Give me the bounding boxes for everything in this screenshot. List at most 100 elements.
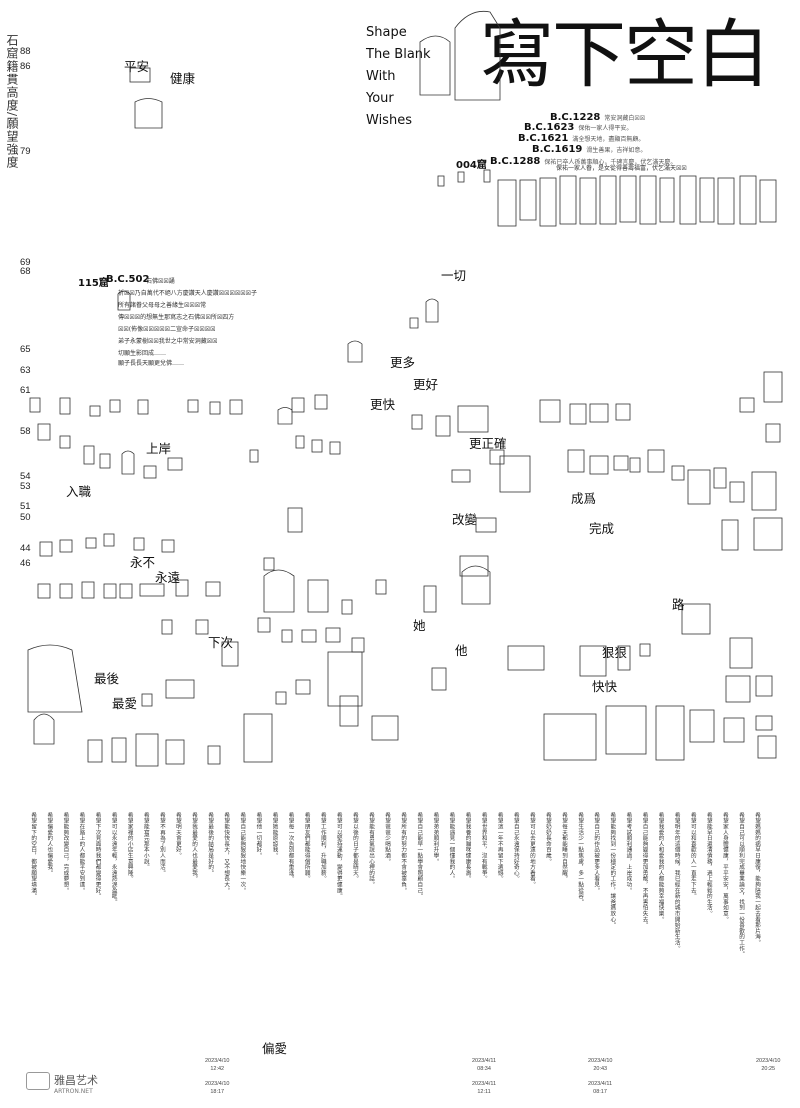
- poster-title-chinese: 寫下空白: [480, 12, 770, 98]
- wish-column: 希望爸爸少喝點酒。: [384, 812, 391, 865]
- inscription-line: 石佛☒☒誦: [146, 278, 175, 285]
- wish-word: 平安: [124, 59, 150, 74]
- wish-column: 希望能夠找到一份穩定的工作，讓爸媽放心。: [609, 812, 616, 928]
- wish-column: 希望媽媽的病早日康復，能夠陪我一起去看那片海。: [754, 812, 761, 946]
- inscription-line: 切願生影回成……: [118, 350, 167, 357]
- wish-column: 希望在路上的人都能平安到達。: [78, 812, 85, 894]
- wish-word: 永不: [130, 555, 156, 570]
- side-vertical-caption: 石窟籍貫高度/願望強度: [5, 34, 19, 170]
- era-note: 滑生善果，吉祥如意。: [586, 147, 647, 154]
- height-label: 86: [20, 61, 31, 72]
- title-en-line: The Blank: [366, 47, 431, 62]
- era-note: 保佑一家人得平安。: [578, 125, 633, 132]
- wish-word: 最後: [94, 671, 120, 686]
- wish-column: 希望朋友們都能得償所願。: [303, 812, 310, 882]
- wish-column: 希望自己的作品被更多人看見。: [593, 812, 600, 894]
- wish-column: 希望能早日還清債務，過上輕鬆的生活。: [705, 812, 712, 917]
- height-label: 79: [20, 146, 31, 157]
- wish-column: 希望自己永遠保持好奇心。: [512, 812, 519, 882]
- wish-word: 上岸: [146, 441, 172, 456]
- era-label: B.C.1288: [490, 156, 541, 167]
- wish-column: 希望能有勇氣說出心裡的話。: [368, 812, 375, 888]
- inscription-line: 傳☒☒☒的想無生那寫志之石佛☒☒所☒四方: [118, 314, 235, 321]
- wish-column: 希望偏愛的人也偏愛我。: [46, 812, 53, 876]
- wish-word: 改變: [452, 512, 478, 527]
- wish-word: 她: [413, 618, 426, 633]
- wish-word: 更多: [390, 355, 416, 370]
- watermark-title: 雅昌艺术: [54, 1074, 98, 1087]
- height-label: 61: [20, 385, 31, 396]
- era-label: B.C.1619: [532, 144, 583, 155]
- era-extra-note: 保祐一家人眷，是女從得善壽福富，伏乞滿天☒☒: [556, 165, 687, 172]
- wish-word: 更正確: [469, 436, 507, 451]
- wish-column: 希望能寫完那本小說。: [142, 812, 149, 870]
- timestamp: 2023/4/11 12:11: [472, 1081, 497, 1095]
- era-note: 常安洞藏白☒☒: [604, 115, 646, 122]
- title-en-line: Your: [366, 91, 394, 106]
- wish-word: 永遠: [155, 570, 181, 585]
- wish-column: 希望弟弟順利升學。: [432, 812, 439, 865]
- wish-column: 希望自己可以順利完成畢業論文，找到一份喜歡的工作。: [738, 812, 745, 957]
- height-label: 46: [20, 558, 31, 569]
- timestamp: 2023/4/10 12:42: [205, 1058, 230, 1072]
- wish-column: 希望能快快長大，又不想長大。: [223, 812, 230, 894]
- wish-column: 希望最後的結局是好的。: [207, 812, 214, 876]
- wish-column: 希望可以堅持運動，變得更健康。: [335, 812, 342, 899]
- era-note: 滿全想天地，盡顯百無顧。: [572, 136, 645, 143]
- wish-column: 希望我最愛的人也最愛我。: [191, 812, 198, 882]
- wish-word: 下次: [208, 635, 234, 650]
- watermark-subtitle: ARTRON.NET: [54, 1088, 93, 1095]
- wish-text-columns: 希望媽媽的病早日康復，能夠陪我一起去看那片海。 希望自己可以順利完成畢業論文，找到…: [30, 812, 790, 1072]
- timestamp: 2023/4/11 08:17: [588, 1081, 613, 1095]
- wish-column: 希望家人身體健康，平平安安，萬事如意。: [721, 812, 728, 923]
- wish-column: 希望可以去更遠的地方看看。: [528, 812, 535, 888]
- height-label: 63: [20, 365, 31, 376]
- wish-word: 一切: [441, 268, 467, 283]
- wish-word: 更快: [370, 397, 396, 412]
- inscription-line: ☒☒(佈像☒☒☒☒☒二宣命子☒☒☒☒: [118, 326, 216, 333]
- wish-column: 希望自己能夠狠狠地快樂一次。: [239, 812, 246, 894]
- wish-column: 希望家裡的小店生意興隆。: [126, 812, 133, 882]
- title-en-line: With: [366, 69, 396, 84]
- cave-number: 004窟: [456, 160, 487, 171]
- height-label: 65: [20, 344, 31, 355]
- wish-column: 希望能夠改變自己，完成夢想。: [62, 812, 69, 894]
- wish-column: 希望她能原諒我。: [271, 812, 278, 859]
- era-note: 保祐已卒人孫萬事順心，千碑言慶，伏乞滿天慶。: [544, 159, 677, 166]
- height-label: 69: [20, 257, 31, 268]
- timestamp: 2023/4/11 08:34: [472, 1058, 497, 1072]
- wish-column: 希望可以和喜歡的人一直走下去。: [689, 812, 696, 899]
- wish-word: 成爲: [571, 491, 597, 506]
- wish-column: 希望留下的空白，都被願望填滿。: [30, 812, 37, 899]
- height-label: 53: [20, 481, 31, 492]
- wish-word: 路: [672, 597, 685, 612]
- inscription-line: 願子長長天願更兌佛……: [118, 360, 185, 367]
- wish-column: 希望世界和平，沒有戰爭。: [480, 812, 487, 882]
- wish-word: 完成: [589, 521, 615, 536]
- wish-word: 狠狠: [602, 645, 628, 660]
- era-label: B.C.1621: [518, 133, 569, 144]
- wish-column: 希望生活少一點焦慮，多一點從容。: [577, 812, 584, 905]
- timestamp: 2023/4/10 20:25: [756, 1058, 781, 1072]
- wish-column: 希望我愛的人和愛我的人都能夠幸福快樂。: [657, 812, 664, 923]
- wish-column: 希望考試順利通過，上岸成功。: [625, 812, 632, 894]
- height-label: 88: [20, 46, 31, 57]
- wish-column: 希望所有的努力都不會被辜負。: [400, 812, 407, 894]
- height-label: 58: [20, 426, 31, 437]
- wish-column: 希望下次見面時我們都變得更好。: [94, 812, 101, 899]
- wish-column: 希望奶奶長命百歲。: [544, 812, 551, 865]
- era-label: B.C.502: [106, 274, 150, 285]
- wish-column: 希望他一切都好。: [255, 812, 262, 859]
- era-label: B.C.1623: [524, 122, 575, 133]
- wish-word: 他: [455, 643, 468, 658]
- wish-column: 希望每一次告別都有重逢。: [287, 812, 294, 882]
- wish-column: 希望自己能夠變得更加勇敢，不再害怕失去。: [641, 812, 648, 928]
- title-en-line: Shape: [366, 25, 407, 40]
- wish-word: 偏愛: [262, 1041, 288, 1056]
- wish-column: 希望明年的這個時候，我已經在新的城市開始新生活。: [673, 812, 680, 952]
- wish-column: 希望我養的貓咪健康長壽。: [464, 812, 471, 882]
- height-label: 54: [20, 471, 31, 482]
- wish-word: 最愛: [112, 696, 138, 711]
